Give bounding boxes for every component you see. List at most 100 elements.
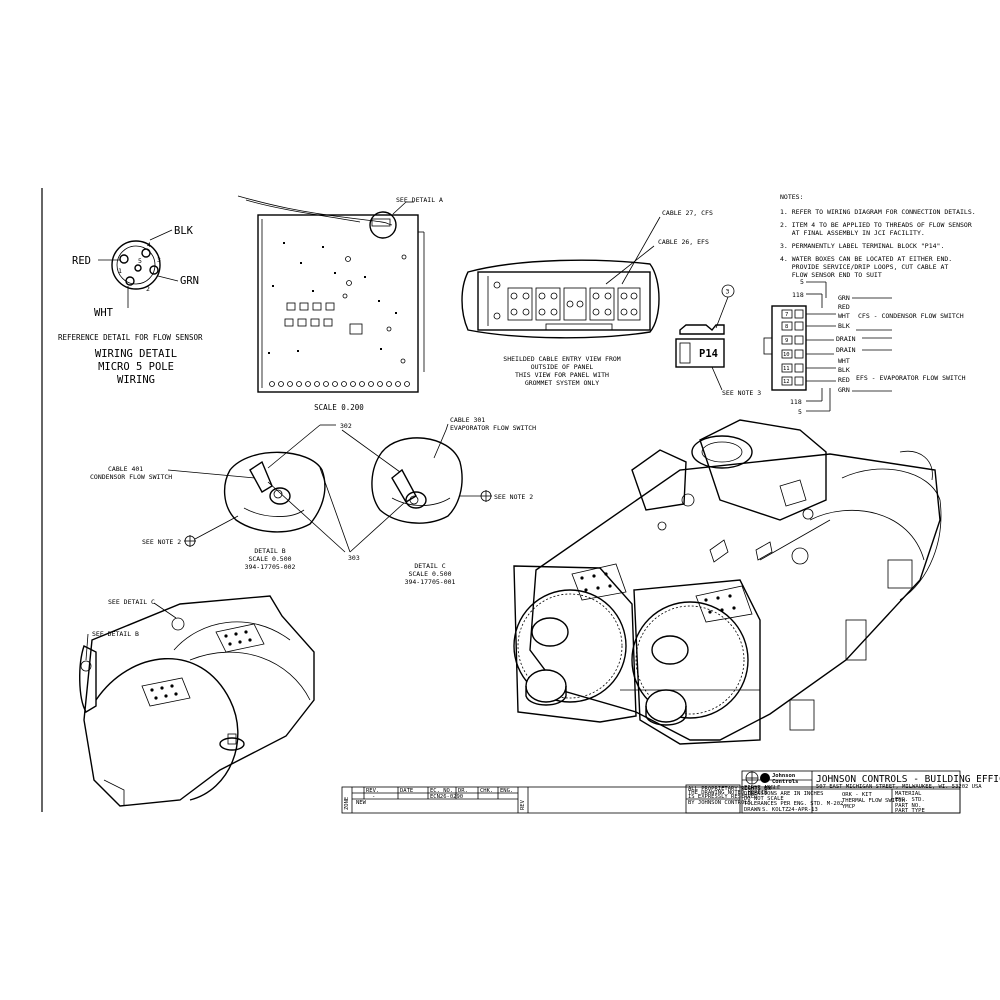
small-isometric-chiller: SEE DETAIL C SEE DETAIL B [79,595,315,807]
wiring-detail-line-2: MICRO 5 POLE [98,361,174,373]
mat-line-4: PART TYPE [895,808,925,814]
waterbox-right [631,601,749,719]
cable-401-line-2: CONDENSOR FLOW SWITCH [90,473,172,481]
top-nozzle-flange [691,435,753,469]
p14-label: P14 [699,348,718,360]
dim-block-1: DIMENSIONS ARE IN INCHES [744,791,823,797]
cable-entry-caption-1: SHEILDED CABLE ENTRY VIEW FROM [503,355,620,363]
side-label-rev: REV [520,799,526,810]
rev-header-rev: REV. [366,788,379,794]
mat-line-1: MATERIAL [895,791,922,797]
detail-c-line-3: 394-17705-001 [405,578,456,586]
terminal-number-8: 8 [785,324,788,330]
see-note-3: SEE NOTE 3 [722,389,761,397]
note-2-line-2: AT FINAL ASSEMBLY IN JCI FACILITY. [780,229,925,237]
panel-scale: SCALE 0.200 [314,403,364,412]
cable-entry-caption-2: OUTSIDE OF PANEL [531,363,594,371]
rev-label-new: NEW [356,800,367,806]
note-2-line-1: 2. ITEM 4 TO BE APPLIED TO THREADS OF FL… [780,221,972,229]
notes-title: NOTES: [780,193,803,201]
detail-b-view: 302 CABLE 401 CONDENSOR FLOW SWITCH SEE … [90,422,352,571]
wire-blk-2: BLK [838,366,850,374]
cable-entry-caption-4: GROMMET SYSTEM ONLY [525,379,599,387]
panel-terminal-row [284,302,363,335]
dim-block-2: DO NOT SCALE [744,796,784,802]
jci-logo-icon [760,773,770,783]
detail-c-view: CABLE 301 EVAPORATOR FLOW SWITCH SEE NOT… [267,416,536,586]
company-address: 507 EAST MICHIGAN STREET, MILWAUKEE, WI.… [816,784,982,790]
cable-401-line-1: CABLE 401 [108,465,143,473]
note-4-line-2: PROVIDE SERVICE/DRIP LOOPS, CUT CABLE AT [780,263,948,271]
cable-entry-caption-3: THIS VIEW FOR PANEL WITH [515,371,609,379]
note-block-3: IS EXPRESSLY RESERVED [688,794,758,800]
pin-2-label: 2 [146,285,150,293]
terminal-number-10: 10 [783,352,790,358]
wire-blk-label: BLK [174,225,194,237]
wire-red-label: RED [72,255,91,267]
wire-118-bottom: 118 [790,398,802,406]
detail-c-line-2: SCALE 0.500 [408,570,451,578]
see-detail-c-small: SEE DETAIL C [108,598,155,606]
wire-red-2: RED [838,376,850,384]
see-detail-b-small: SEE DETAIL B [92,630,139,638]
callout-302: 302 [340,422,352,430]
pin-5-label: 5 [138,257,142,265]
side-label-zone-left: ZONE [344,797,350,810]
terminal-number-11: 11 [783,366,790,372]
company-logo-line-2: Controls [772,779,799,785]
see-note-2-right: SEE NOTE 2 [494,493,533,501]
cable-entry-view: CABLE 27, CFS CABLE 26, EFS SHEILDED CAB… [461,209,713,387]
wire-drain-2: DRAIN [836,346,856,354]
cable-27-label: CABLE 27, CFS [662,209,713,217]
company-logo-line-1: Johnson [772,773,795,779]
terminal-number-9: 9 [785,338,788,344]
waterbox-left [513,589,627,703]
note-4-line-3: FLOW SENSOR END TO SUIT [780,271,882,279]
note-3-balloon: 3 [726,288,730,296]
drawn-date: 24-APR-13 [788,807,818,813]
callout-303: 303 [348,554,360,562]
wire-blk-1: BLK [838,322,850,330]
wire-5-top: 5 [800,278,804,286]
note-block-4: BY JOHNSON CONTROLS [688,800,751,806]
rev-header-date: DATE [400,788,413,794]
terminal-number-12: 12 [783,379,790,385]
terminal-wiring-diagram: 7 8 9 10 11 12 5 118 GRN RED WHT BLK DRA… [763,278,966,416]
wiring-detail-line-1: WIRING DETAIL [95,348,177,360]
see-detail-a: SEE DETAIL A [396,196,443,204]
note-block-1: ALL PROPRIETARY RIGHTS IN [688,786,771,792]
efs-label: EFS - EVAPORATOR FLOW SWITCH [856,374,966,382]
cable-301-line-1: CABLE 301 [450,416,485,424]
company-name: JOHNSON CONTROLS - BUILDING EFFICIE [816,774,1000,785]
pin-3-label: 3 [157,256,161,264]
wire-5-bottom: 5 [798,408,802,416]
drawn-label: DRAWN [744,807,761,813]
wire-red-1: RED [838,303,850,311]
cable-entry-gland-blocks [493,281,641,331]
terminal-number-7: 7 [785,312,788,318]
control-panel-view: SEE DETAIL A [237,195,443,412]
note-4-line-1: 4. WATER BOXES CAN BE LOCATED AT EITHER … [780,255,952,263]
small-iso-perforated-plates [141,623,265,707]
wire-grn-label: GRN [180,275,199,287]
wire-grn-1: GRN [838,294,850,302]
p14-terminal-block: 3 P14 SEE NOTE 3 [675,284,761,397]
wire-118-top: 118 [792,291,804,299]
rev-row-rev: - [372,794,375,800]
wire-wht-label: WHT [94,307,114,319]
mat-line-3: PART NO. [895,803,922,809]
wire-wht-1: WHT [838,312,850,320]
wire-grn-2: GRN [838,386,850,394]
rev-header-dr: DR. [458,788,468,794]
rev-header-chk: CHK. [480,788,493,794]
detail-b-line-2: SCALE 0.500 [248,555,291,563]
mat-line-2: ENG. STD. [895,797,925,803]
note-block-2: THE DRAWING NOTED HEREIN [688,790,767,796]
desc-line-2: THERMAL FLOW SWITCH [842,798,905,804]
large-isometric-chiller [513,419,942,745]
desc-line-1: ORK - KIT [842,792,872,798]
panel-bottom-holes [269,381,410,387]
see-note-2-left: SEE NOTE 2 [142,538,181,546]
panel-scatter-holes [268,242,407,364]
wire-drain-1: DRAIN [836,335,856,343]
